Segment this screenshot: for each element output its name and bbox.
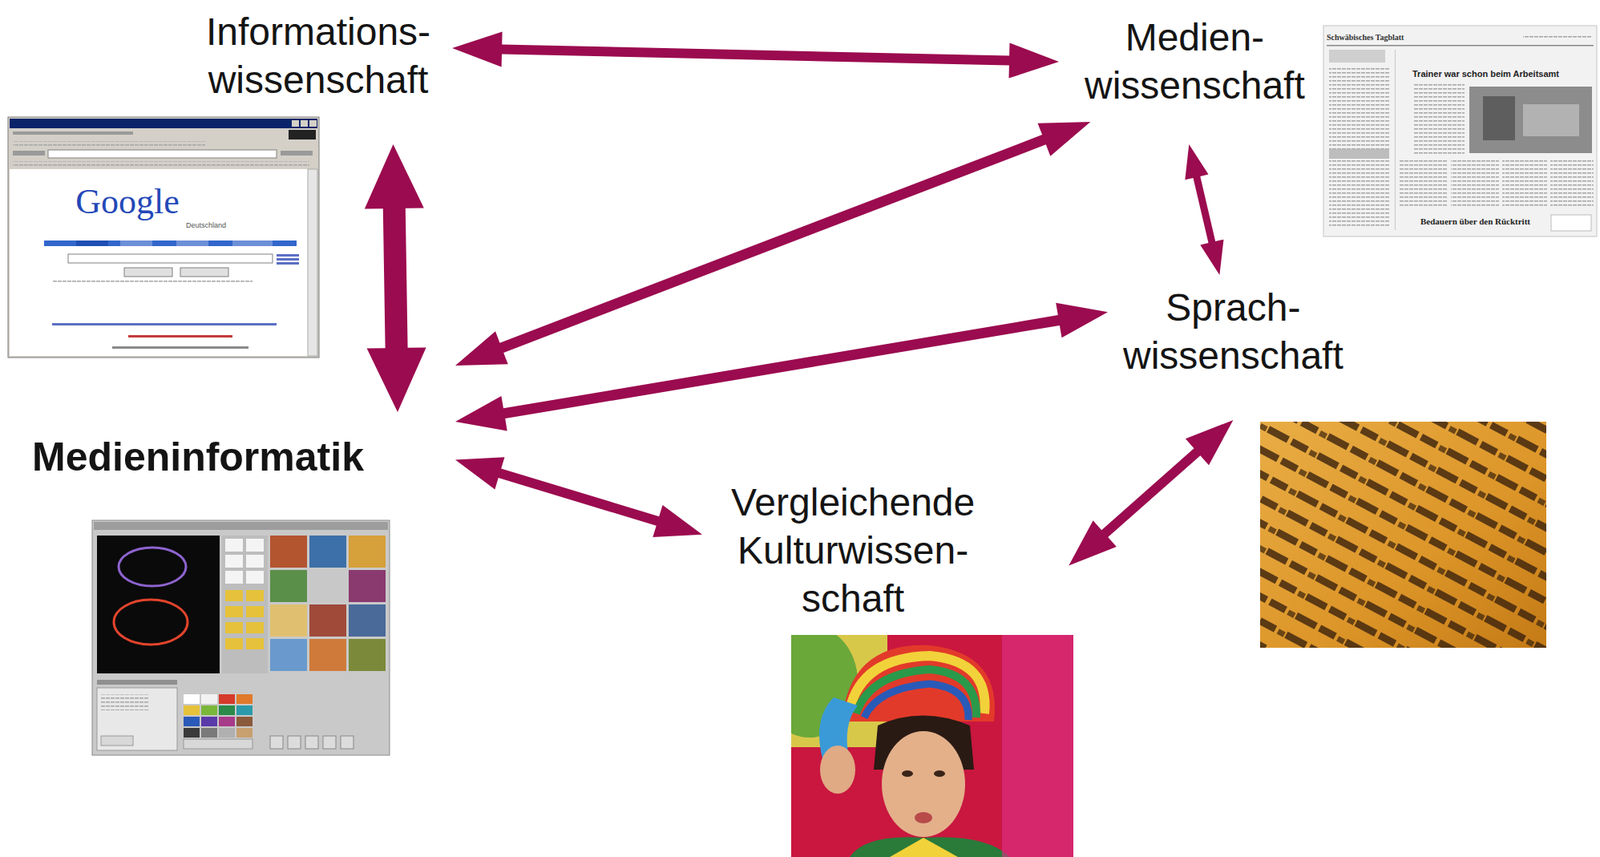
newspaper-page — [1323, 25, 1597, 237]
double-arrow — [364, 144, 427, 413]
picture-text: Trainer war schon beim Arbeitsamt — [1412, 68, 1560, 79]
double-arrow — [1068, 420, 1233, 566]
double-arrow — [1184, 144, 1224, 275]
app-screenshot — [92, 520, 390, 756]
double-arrow — [455, 303, 1108, 432]
topic-label: Vergleichende Kulturwissen- schaft — [731, 478, 975, 623]
topic-label: Informations- wissenschaft — [206, 8, 431, 105]
picture-text: Deutschland — [185, 222, 227, 231]
picture-text: Bedauern über den Rücktritt — [1420, 216, 1531, 227]
picture-text: Schwäbisches Tagblatt — [1326, 32, 1404, 42]
topic-node: Informations- wissenschaft — [202, 6, 434, 106]
culture-photo — [791, 634, 1074, 857]
topic-node: Vergleichende Kulturwissen- schaft — [727, 476, 978, 625]
topic-label: Medien- wissenschaft — [1084, 13, 1306, 110]
browser-screenshot — [8, 117, 320, 358]
text-photo — [1260, 421, 1547, 648]
topic-label: Sprach- wissenschaft — [1123, 283, 1344, 380]
topic-label: Medieninformatik — [32, 432, 364, 483]
topic-node: Sprach- wissenschaft — [1119, 282, 1347, 382]
double-arrow — [452, 32, 1059, 79]
picture-text: Google — [75, 182, 180, 222]
topic-node: Medieninformatik — [28, 430, 368, 485]
topic-node: Medien- wissenschaft — [1081, 12, 1309, 112]
double-arrow — [455, 456, 703, 538]
